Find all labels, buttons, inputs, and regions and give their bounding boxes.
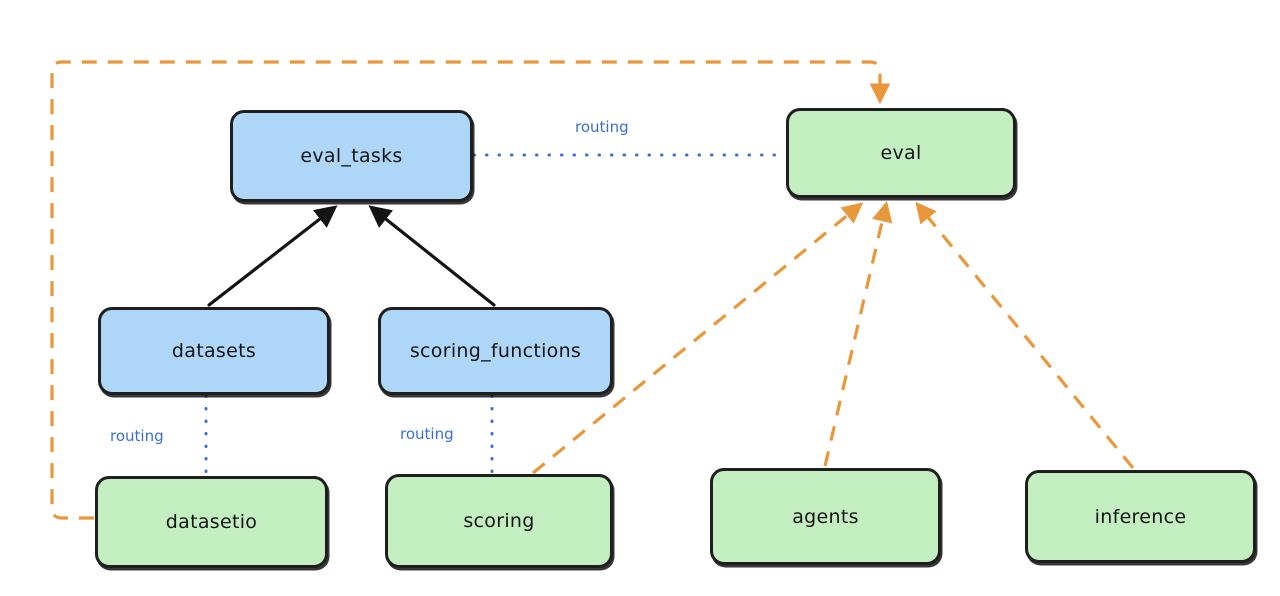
node-label: scoring [463, 510, 535, 532]
edge-scoring-eval [531, 202, 864, 475]
node-label: datasetio [165, 511, 258, 533]
node-label: agents [792, 505, 859, 528]
node-eval[interactable]: eval [786, 108, 1016, 198]
edge-inference-eval [915, 201, 1135, 470]
edge-label-routing-eval-tasks: routing [575, 118, 629, 136]
edge-agents-eval [823, 200, 893, 467]
node-scoring[interactable]: scoring [385, 474, 613, 568]
node-scoring-functions[interactable]: scoring_functions [378, 307, 613, 395]
edge-scoring_functions-eval_tasks [368, 205, 496, 307]
node-label: eval [880, 142, 922, 164]
edge-label-routing-datasets: routing [110, 427, 164, 445]
node-label: inference [1094, 505, 1187, 528]
edge-datasetio-eval [50, 60, 891, 520]
node-inference[interactable]: inference [1025, 470, 1256, 563]
node-label: eval_tasks [300, 145, 403, 167]
node-label: datasets [171, 340, 257, 362]
node-datasets[interactable]: datasets [98, 307, 330, 395]
edge-datasets-eval_tasks [207, 205, 338, 307]
node-eval-tasks[interactable]: eval_tasks [230, 110, 473, 202]
node-label: scoring_functions [409, 340, 582, 362]
node-datasetio[interactable]: datasetio [95, 476, 328, 568]
node-agents[interactable]: agents [710, 468, 941, 565]
edge-label-routing-scoring-functions: routing [400, 425, 454, 443]
